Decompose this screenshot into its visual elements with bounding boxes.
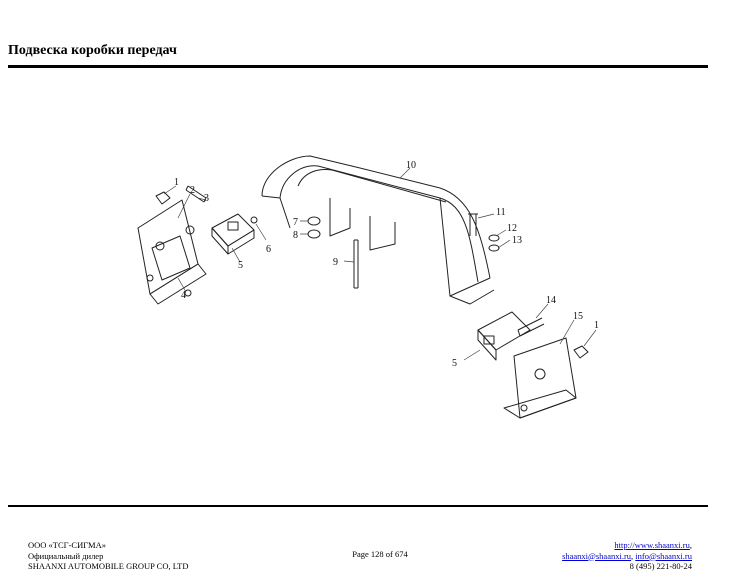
nut-6 [250, 216, 258, 224]
footer-company-info: ООО «ТСГ-СИГМА» Официальный дилер SHAANX… [28, 540, 189, 572]
left-bracket [137, 199, 207, 305]
left-rubber-mount [211, 213, 255, 255]
bolt-14 [517, 317, 545, 337]
callout-1-right: 1 [594, 320, 599, 331]
footer-company-name: ООО «ТСГ-СИГМА» [28, 540, 106, 550]
footer-phone: 8 (495) 221-80-24 [629, 561, 692, 571]
callout-5-right: 5 [452, 358, 457, 369]
website-suffix: , [689, 540, 692, 550]
callout-15: 15 [573, 311, 583, 322]
page-number: Page 128 of 674 [352, 549, 408, 559]
email-separator: , [631, 550, 636, 561]
footer-dealer-label: Официальный дилер [28, 550, 104, 561]
bolt-11 [468, 213, 478, 236]
page-title: Подвеска коробки передач [8, 43, 177, 58]
callout-11: 11 [496, 207, 506, 218]
exploded-parts-diagram: 1 2 3 4 5 6 7 8 9 10 11 12 13 14 15 1 5 [0, 68, 732, 504]
website-link[interactable]: http://www.shaanxi.ru [614, 540, 690, 550]
callout-14: 14 [546, 295, 556, 306]
callout-12: 12 [507, 223, 517, 234]
email-link-info[interactable]: info@shaanxi.ru [635, 550, 692, 561]
callout-6: 6 [266, 244, 271, 255]
callout-8: 8 [293, 230, 298, 241]
callout-9: 9 [333, 257, 338, 268]
nut-1-right [573, 345, 589, 359]
callout-7: 7 [293, 217, 298, 228]
washer-8 [307, 229, 321, 239]
email-link-shaanxi[interactable]: shaanxi@shaanxi.ru [562, 550, 632, 561]
bottom-divider [8, 505, 708, 507]
footer-contacts: http://www.shaanxi.ru, shaanxi@shaanxi.r… [562, 540, 692, 572]
nut-7 [307, 216, 321, 226]
top-divider [8, 65, 708, 68]
callout-1-left: 1 [174, 177, 179, 188]
right-rubber-mount [477, 311, 531, 361]
crossmember-10 [261, 155, 495, 305]
callout-13: 13 [512, 235, 522, 246]
nut-1-left [155, 191, 171, 205]
parts-drawing: 1 2 3 4 5 6 7 8 9 10 11 12 13 14 15 1 5 [137, 155, 599, 419]
callout-3: 3 [204, 193, 209, 204]
footer-manufacturer: SHAANXI AUTOMOBILE GROUP CO, LTD [28, 561, 189, 571]
washer-12 [488, 234, 500, 242]
callout-10: 10 [406, 160, 416, 171]
right-bracket [503, 337, 577, 419]
stud-9 [353, 239, 359, 289]
callout-4: 4 [181, 290, 186, 301]
callout-2: 2 [190, 185, 195, 196]
callout-5-left: 5 [238, 260, 243, 271]
bolt-3 [185, 185, 207, 203]
washer-13 [488, 244, 500, 252]
